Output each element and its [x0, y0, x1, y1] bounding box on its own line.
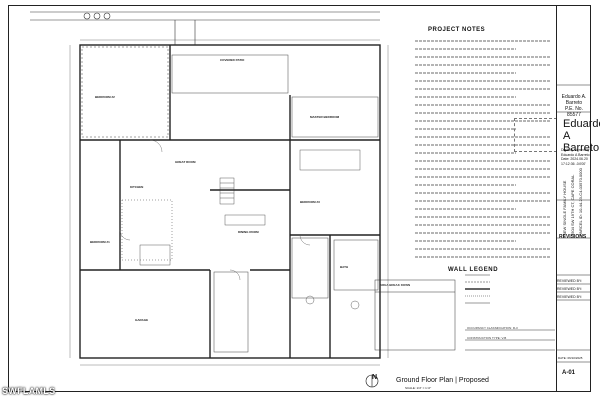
- sheet-border: [8, 5, 591, 392]
- room-label-bath: BATH: [340, 265, 349, 269]
- plan-scale: SCALE: 1/4" = 1'-0": [405, 386, 432, 390]
- signature-meta-3: Date: 2024.06.20: [561, 157, 588, 161]
- project-notes-list: [415, 40, 550, 264]
- room-label-bedroom-2: BEDROOM #2: [95, 95, 115, 99]
- signature-line-2: A Barreto: [563, 130, 600, 154]
- signature-meta-4: 17:12:36 -04'00': [561, 161, 586, 166]
- sheet-date: DATE: 06/10/2025: [558, 356, 583, 360]
- project-line-1: NEW SINGLE FAMILY HOUSE: [562, 180, 567, 236]
- project-line-2: 2504 SW 19TH CT, CAPE CORAL: [570, 174, 575, 236]
- sheet-number: A-01: [562, 370, 576, 376]
- reviewed-by-2: REVIEWED BY:: [557, 287, 583, 291]
- wall-legend-title: WALL LEGEND: [448, 267, 499, 273]
- room-label-bedroom-1: BEDROOM #1: [90, 240, 110, 244]
- room-label-garage: GARAGE: [135, 318, 149, 322]
- occupancy-note: OCCUPANCY CLASSIFICATION: R-3: [467, 326, 518, 330]
- designer-name: Eduardo A. Barreto P.E. No. 85577: [560, 94, 588, 118]
- signature-meta: Digitally signed by Eduardo A Barreto Da…: [561, 148, 591, 166]
- room-label-kitchen: KITCHEN: [130, 185, 144, 189]
- signature-line-1: Eduardo: [563, 118, 600, 130]
- area-table-title: AREA BREAK DOWN: [380, 283, 411, 287]
- title-block: [556, 5, 591, 392]
- signature-meta-1: Digitally signed by: [561, 148, 590, 152]
- designer-license: P.E. No. 85577: [565, 106, 583, 118]
- construction-note: CONSTRUCTION TYPE: V-B: [467, 336, 507, 340]
- room-label-dining: DINING ROOM: [238, 230, 259, 234]
- room-label-bedroom-3: BEDROOM #3: [300, 200, 320, 204]
- reviewed-by-1: REVIEWED BY:: [557, 279, 583, 283]
- stamp-box: [514, 118, 557, 152]
- room-label-master-bedroom: MASTER BEDROOM: [310, 115, 340, 119]
- project-info-vertical: NEW SINGLE FAMILY HOUSE 2504 SW 19TH CT,…: [556, 168, 591, 236]
- reviewed-by-3: REVIEWED BY:: [557, 295, 583, 299]
- designer-name-text: Eduardo A. Barreto: [561, 94, 587, 106]
- mls-watermark: SWFLAMLS: [2, 386, 56, 396]
- signature-meta-2: Eduardo A Barreto: [561, 152, 590, 157]
- revisions-title: REVISIONS: [559, 234, 587, 240]
- digital-signature-name: Eduardo A Barreto: [563, 118, 600, 154]
- project-notes-title: PROJECT NOTES: [428, 27, 486, 33]
- north-arrow-label: N: [372, 374, 378, 381]
- room-label-great-room: GREAT ROOM: [175, 160, 196, 164]
- project-line-3: PARCEL ID: 10-44-23-C4-03570.0000: [578, 168, 583, 236]
- plan-title: Ground Floor Plan | Proposed: [396, 377, 489, 384]
- room-label-porch: COVERED PATIO: [220, 58, 245, 62]
